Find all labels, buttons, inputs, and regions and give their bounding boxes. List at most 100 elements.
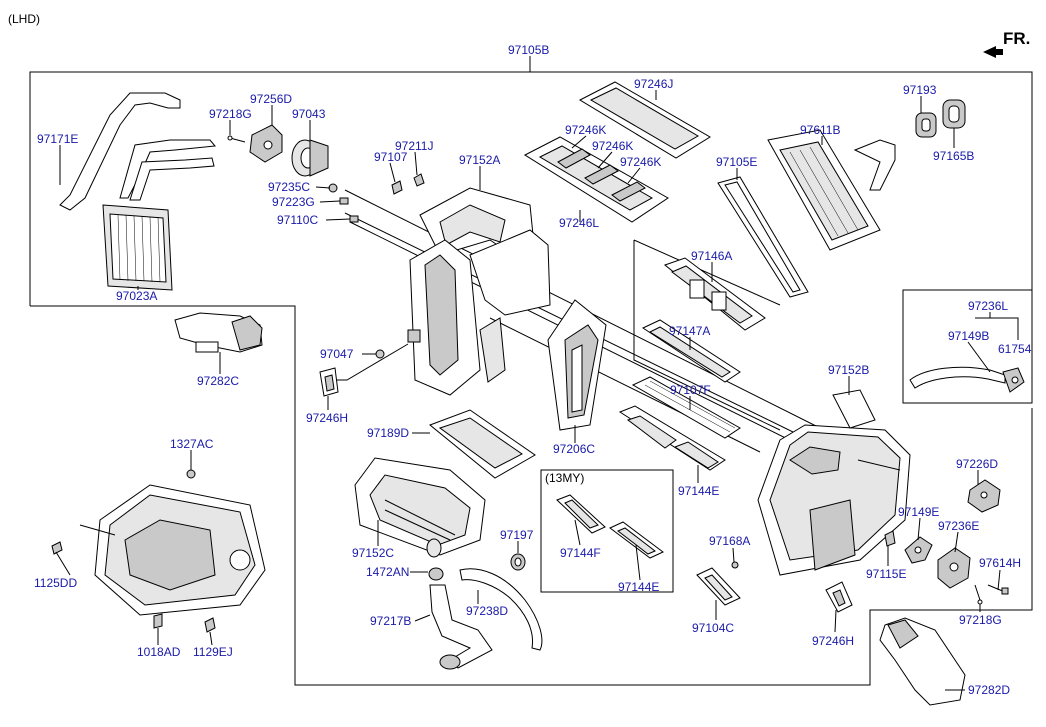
connector-61754 bbox=[1002, 367, 1025, 393]
grommet-97165b bbox=[942, 99, 966, 129]
part-label-97246j: 97246J bbox=[634, 77, 673, 91]
leader-lines bbox=[55, 56, 1019, 691]
evaporator-97611b bbox=[767, 129, 896, 251]
door-97144e-upper bbox=[618, 405, 726, 471]
part-number-labels: 97105B 97171E 97218G 97256D 97043 97235C… bbox=[34, 43, 1032, 697]
door-97147a bbox=[641, 319, 741, 383]
motor-flange-97043 bbox=[291, 139, 329, 177]
part-label-97246h-left: 97246H bbox=[306, 411, 348, 425]
hose-97149b bbox=[909, 366, 1006, 389]
part-label-97171e: 97171E bbox=[37, 132, 78, 146]
part-label-97110c: 97110C bbox=[277, 213, 318, 227]
part-label-97149e: 97149E bbox=[898, 505, 939, 519]
filter-frame-97246j bbox=[578, 81, 711, 159]
part-label-97226d: 97226D bbox=[956, 457, 998, 471]
part-label-97611b: 97611B bbox=[800, 123, 840, 137]
screw-97614h bbox=[987, 584, 1009, 595]
part-label-97282d: 97282D bbox=[968, 683, 1010, 697]
part-label-97218g-top: 97218G bbox=[209, 107, 252, 121]
bolt-1125dd bbox=[51, 541, 63, 555]
part-label-97146a: 97146A bbox=[691, 249, 732, 263]
heater-core-97023a bbox=[102, 204, 173, 291]
actuator-97149e bbox=[904, 536, 933, 564]
part-label-61754: 61754 bbox=[998, 342, 1032, 356]
seal-97104c bbox=[696, 567, 741, 606]
grommet-97197 bbox=[510, 553, 526, 571]
bolt-1129ej bbox=[204, 617, 216, 633]
part-label-97107: 97107 bbox=[374, 150, 408, 164]
clip-97223g bbox=[339, 197, 349, 205]
clip-97115e bbox=[884, 530, 896, 547]
part-label-97152c: 97152C bbox=[352, 546, 394, 560]
divider-97206c bbox=[547, 299, 607, 431]
part-label-97147a: 97147A bbox=[669, 324, 710, 338]
part-label-97246k-3: 97246K bbox=[620, 155, 661, 169]
part-label-97246k-1: 97246K bbox=[565, 123, 606, 137]
part-label-97193: 97193 bbox=[903, 83, 937, 97]
part-label-97197: 97197 bbox=[500, 528, 534, 542]
part-label-97256d: 97256D bbox=[250, 92, 292, 106]
part-label-97235c: 97235C bbox=[268, 180, 310, 194]
actuator-97226d bbox=[967, 479, 1001, 513]
part-label-97236l: 97236L bbox=[968, 299, 1008, 313]
variant-13my-label: (13MY) bbox=[545, 471, 584, 485]
front-direction-label: FR. bbox=[1003, 29, 1030, 48]
part-label-97152a: 97152A bbox=[459, 153, 500, 167]
hvac-case-left-97152a bbox=[409, 187, 551, 396]
seal-97246h-left bbox=[319, 367, 339, 397]
part-label-97115e: 97115E bbox=[866, 567, 906, 581]
clip-97211j bbox=[413, 173, 425, 187]
clip-97110c bbox=[349, 215, 359, 223]
clip-97107 bbox=[391, 180, 403, 195]
part-label-1472an: 1472AN bbox=[366, 565, 409, 579]
variant-13my-frame bbox=[540, 469, 674, 593]
bolt-1018ad bbox=[153, 613, 163, 629]
hvac-case-right-97152b bbox=[757, 389, 911, 576]
part-label-97614h: 97614H bbox=[979, 556, 1021, 570]
door-97146a bbox=[663, 257, 766, 331]
actuator-97236e bbox=[937, 547, 971, 589]
part-label-97246h-right: 97246H bbox=[812, 634, 854, 648]
part-label-97236e: 97236E bbox=[938, 519, 979, 533]
seal-97246h-right bbox=[825, 581, 853, 613]
part-label-97043: 97043 bbox=[292, 107, 326, 121]
part-label-97144e-13my: 97144E bbox=[618, 580, 659, 594]
grommet-97193 bbox=[915, 112, 937, 138]
part-label-97168a: 97168A bbox=[709, 534, 750, 548]
part-label-1327ac: 1327AC bbox=[170, 437, 214, 451]
part-label-97282c: 97282C bbox=[197, 374, 239, 388]
part-label-97217b: 97217B bbox=[370, 614, 411, 628]
part-label-97144e-upper: 97144E bbox=[678, 484, 719, 498]
part-label-97246l: 97246L bbox=[559, 216, 599, 230]
hose-kit-frame bbox=[902, 289, 1033, 404]
part-label-97211j: 97211J bbox=[395, 139, 433, 153]
part-label-97218g-right: 97218G bbox=[959, 613, 1002, 627]
part-label-97104c: 97104C bbox=[692, 621, 734, 635]
front-arrow-icon bbox=[983, 46, 1003, 58]
assembly-frame-top bbox=[29, 71, 1033, 306]
screw-97218g-right bbox=[974, 584, 983, 605]
duct-97282d bbox=[879, 617, 966, 706]
assembly-frame-main bbox=[30, 305, 1033, 686]
clip-97235c bbox=[328, 183, 338, 193]
actuator-97256d bbox=[249, 124, 283, 163]
heater-pipe-97171e bbox=[59, 92, 216, 211]
seal-97105e bbox=[717, 176, 809, 298]
part-label-97206c: 97206C bbox=[553, 442, 595, 456]
part-label-97107f: 97107F bbox=[670, 383, 711, 397]
hose-97217b bbox=[429, 584, 493, 670]
part-label-97105e: 97105E bbox=[716, 155, 757, 169]
part-label-97246k-2: 97246K bbox=[592, 139, 633, 153]
part-label-1125dd: 1125DD bbox=[34, 576, 77, 590]
part-label-1018ad: 1018AD bbox=[137, 645, 181, 659]
part-label-97144f: 97144F bbox=[560, 546, 601, 560]
duct-97282c bbox=[174, 312, 263, 353]
part-label-97165b: 97165B bbox=[933, 149, 974, 163]
filter-assembly-97246l bbox=[523, 136, 669, 223]
part-label-97105b: 97105B bbox=[508, 43, 549, 57]
part-label-97023a: 97023A bbox=[116, 289, 157, 303]
screw-97218g-top bbox=[227, 135, 246, 143]
variant-label: (LHD) bbox=[8, 12, 40, 26]
door-97107f bbox=[631, 376, 741, 439]
